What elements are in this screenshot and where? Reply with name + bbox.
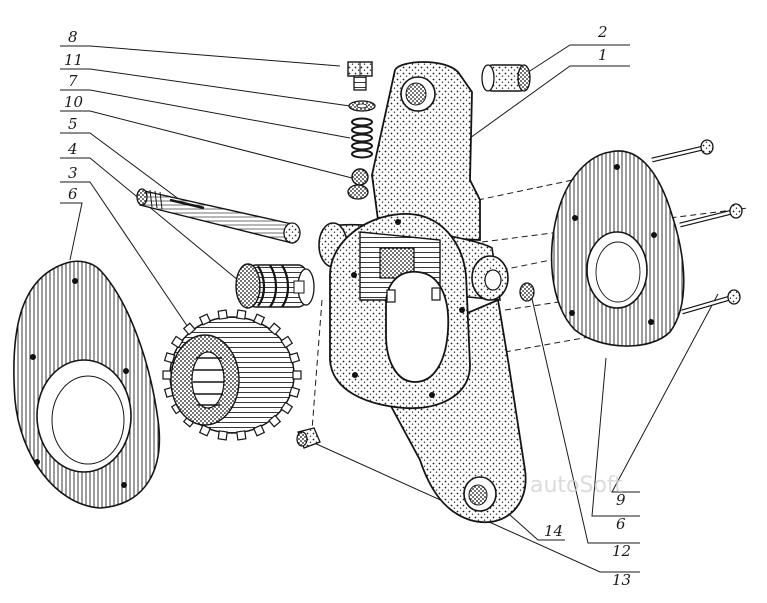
label-13: 13 — [612, 571, 631, 589]
gear-wheel — [162, 309, 302, 441]
cover-plate-right — [550, 150, 685, 347]
label-11: 11 — [64, 51, 83, 69]
gear-tooth — [288, 352, 301, 364]
gear-tooth — [236, 430, 247, 441]
gear-tooth — [292, 370, 302, 380]
label-6-left: 6 — [68, 185, 78, 203]
gear-tooth — [217, 430, 228, 441]
cover-plate-left — [13, 260, 161, 509]
washer — [348, 100, 376, 112]
slack-adjuster-body — [318, 61, 527, 524]
gear-tooth — [268, 414, 282, 428]
part-labels: 8 11 7 10 5 4 3 6 2 1 9 6 12 13 14 — [64, 23, 631, 589]
gear-tooth — [182, 322, 196, 336]
label-9: 9 — [616, 491, 626, 509]
gear-tooth — [163, 352, 176, 364]
label-2: 2 — [597, 23, 608, 41]
gear-tooth — [280, 401, 294, 415]
gear-tooth — [162, 370, 172, 380]
gear-tooth — [170, 335, 184, 349]
gear-tooth — [198, 313, 212, 326]
worm-gear — [235, 263, 315, 309]
gear-tooth — [236, 309, 247, 320]
label-10: 10 — [64, 93, 84, 111]
gear-tooth — [280, 335, 294, 349]
label-8: 8 — [68, 28, 78, 46]
label-7: 7 — [68, 72, 78, 90]
label-5: 5 — [68, 115, 78, 133]
rivets — [651, 139, 743, 315]
worm-shaft — [136, 188, 301, 244]
gear-tooth — [252, 313, 266, 326]
gear-tooth — [252, 424, 266, 437]
gear-tooth — [217, 309, 228, 320]
plug-screw — [347, 61, 373, 91]
ball — [351, 168, 369, 186]
label-4: 4 — [67, 140, 78, 158]
bushing — [481, 64, 531, 92]
grease-nipple — [296, 427, 321, 449]
watermark: autoSoft — [530, 473, 623, 498]
gear-tooth — [198, 424, 212, 437]
gear-tooth — [268, 322, 282, 336]
label-3: 3 — [68, 164, 78, 182]
label-1: 1 — [598, 46, 608, 64]
gear-tooth — [288, 386, 301, 398]
plug — [519, 282, 535, 302]
spring — [351, 117, 373, 159]
label-12: 12 — [612, 542, 631, 560]
label-14: 14 — [544, 522, 563, 540]
label-6-right: 6 — [616, 515, 626, 533]
